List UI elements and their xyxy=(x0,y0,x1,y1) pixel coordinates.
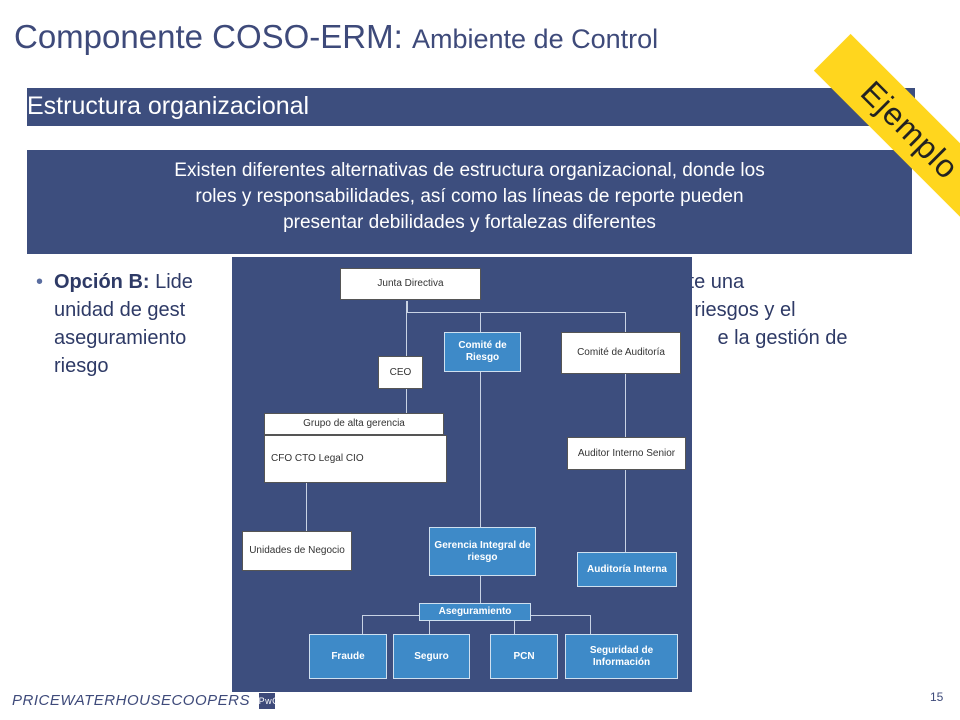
node-gerencia-integral: Gerencia Integral de riesgo xyxy=(429,527,536,576)
section-title: Estructura organizacional xyxy=(27,92,310,120)
connector-line xyxy=(362,615,363,634)
bullet-opcion-b: • Opción B: Lide nto: existe una unidad … xyxy=(36,268,916,380)
node-pcn: PCN xyxy=(490,634,558,679)
connector-line xyxy=(480,371,481,527)
connector-line xyxy=(590,615,591,634)
bullet-line-1-left: Lide xyxy=(155,271,193,293)
connector-line xyxy=(406,389,407,413)
node-auditoria-interna: Auditoría Interna xyxy=(577,552,677,587)
pwc-logo-mark-icon: PwC xyxy=(258,693,279,710)
node-seguridad-informacion: Seguridad de Información xyxy=(565,634,678,679)
connector-line xyxy=(306,483,307,531)
bullet-line-3-left: aseguramiento xyxy=(54,327,187,349)
node-unidades-negocio: Unidades de Negocio xyxy=(242,531,352,571)
pwc-logo: PRICEWATERHOUSECOOPERS PwC xyxy=(12,692,279,710)
node-comite-riesgo: Comité de Riesgo xyxy=(444,332,521,372)
bullet-dot-icon: • xyxy=(36,271,44,293)
info-box: Existen diferentes alternativas de estru… xyxy=(27,150,912,254)
org-chart: Junta Directiva Comité de Riesgo Comité … xyxy=(232,257,692,692)
node-aseguramiento: Aseguramiento xyxy=(419,603,531,621)
node-alta-gerencia: Grupo de alta gerencia xyxy=(264,413,444,435)
connector-line xyxy=(480,576,481,603)
connector-line xyxy=(625,373,626,437)
section-bar: Estructura organizacional xyxy=(27,88,915,126)
title-sub: Ambiente de Control xyxy=(411,24,659,54)
bullet-line-2-left: unidad de gest xyxy=(54,299,186,321)
connector-line xyxy=(480,312,481,335)
pwc-logo-text: PRICEWATERHOUSECOOPERS xyxy=(12,692,250,709)
info-line-2: roles y responsabilidades, así como las … xyxy=(195,185,744,207)
info-line-3: presentar debilidades y fortalezas difer… xyxy=(283,211,656,233)
slide-title: Componente COSO-ERM: Ambiente de Control xyxy=(14,18,658,56)
node-comite-auditoria: Comité de Auditoría xyxy=(561,332,681,374)
node-fraude: Fraude xyxy=(309,634,387,679)
connector-line xyxy=(625,470,626,552)
bullet-line-3: aseguramiento e la gestión de xyxy=(36,324,916,352)
node-ceo: CEO xyxy=(378,356,423,389)
bullet-line-2: unidad de gest riesgos y el xyxy=(36,296,916,324)
connector-line xyxy=(406,301,408,313)
bullet-line-3-right: e la gestión de xyxy=(717,327,848,349)
connector-line xyxy=(406,312,407,357)
connector-line xyxy=(625,312,626,332)
node-auditor-interno: Auditor Interno Senior xyxy=(567,437,686,470)
page-number: 15 xyxy=(930,690,944,704)
bullet-line-4-left: riesgo xyxy=(54,355,109,377)
info-line-1: Existen diferentes alternativas de estru… xyxy=(174,160,765,181)
node-junta-directiva: Junta Directiva xyxy=(340,268,481,300)
bullet-line-2-right: riesgos y el xyxy=(694,299,796,321)
bullet-line-4: riesgo xyxy=(36,352,916,380)
connector-line xyxy=(406,312,626,313)
connector-line xyxy=(429,615,430,634)
connector-line xyxy=(514,615,515,634)
node-cfo-cto-legal-cio: CFO CTO Legal CIO xyxy=(264,435,447,483)
node-seguro: Seguro xyxy=(393,634,470,679)
title-main: Componente COSO-ERM: xyxy=(14,18,403,55)
bullet-lead: Opción B: xyxy=(54,271,150,293)
